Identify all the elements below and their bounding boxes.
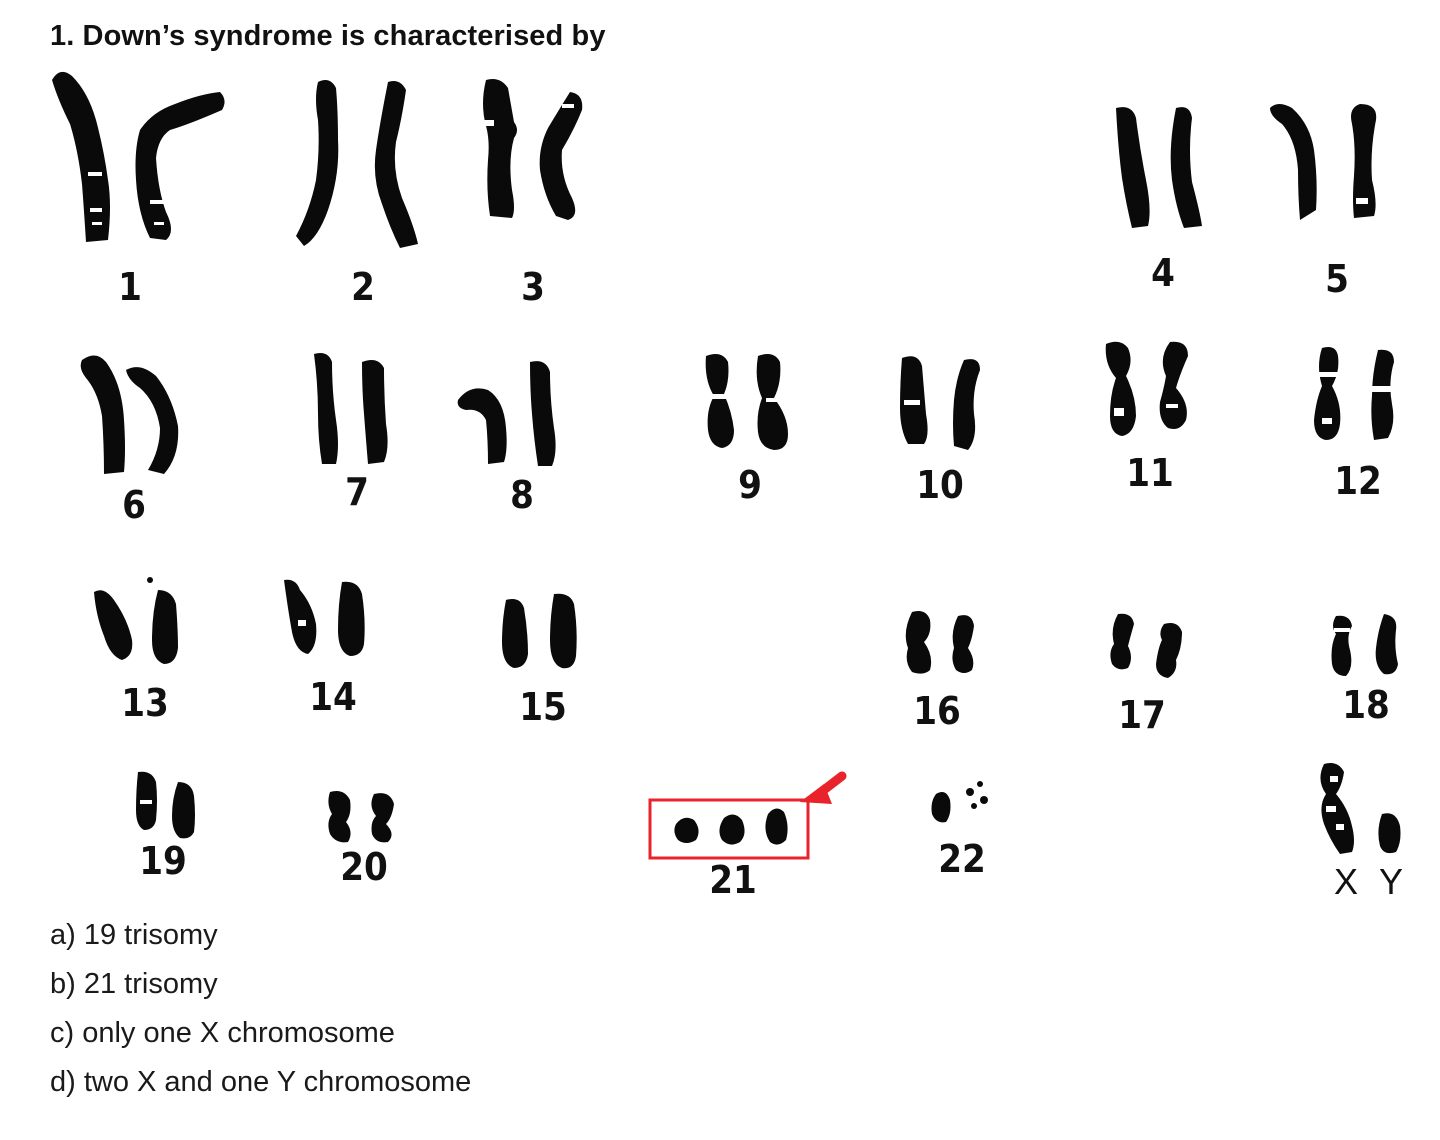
chromosome-pair-22: 22 bbox=[931, 781, 988, 881]
answer-option-a[interactable]: a) 19 trisomy bbox=[50, 919, 218, 951]
chromosome-label-y: Y bbox=[1379, 861, 1403, 902]
chromosome-label-16: 16 bbox=[913, 689, 961, 733]
chromosome-label-21: 21 bbox=[709, 858, 757, 902]
answer-option-d[interactable]: d) two X and one Y chromosome bbox=[50, 1066, 472, 1098]
chromosome-label-6: 6 bbox=[122, 483, 146, 527]
question-title: 1. Down’s syndrome is characterised by bbox=[50, 20, 606, 52]
chromosome-pair-16: 16 bbox=[905, 611, 974, 733]
answer-options: a) 19 trisomy b) 21 trisomy c) only one … bbox=[50, 912, 471, 1108]
chromosome-trisomy-21: 21 bbox=[648, 771, 847, 902]
chromosome-label-3: 3 bbox=[521, 265, 545, 309]
chromosome-pair-7: 7 bbox=[314, 353, 388, 514]
karyotype-image: 1 2 3 4 5 6 7 8 bbox=[52, 71, 1403, 902]
chromosome-label-18: 18 bbox=[1342, 683, 1390, 727]
sex-chromosomes: X Y bbox=[1320, 763, 1403, 902]
chromosome-pair-5: 5 bbox=[1270, 104, 1377, 301]
chromosome-label-8: 8 bbox=[510, 473, 534, 517]
chromosome-pair-2: 2 bbox=[296, 80, 418, 309]
chromosome-pair-17: 17 bbox=[1110, 613, 1182, 737]
chromosome-pair-6: 6 bbox=[80, 355, 179, 527]
chromosome-pair-13: 13 bbox=[94, 577, 178, 725]
chromosome-pair-15: 15 bbox=[502, 593, 577, 729]
chromosome-label-22: 22 bbox=[938, 837, 986, 881]
chromosome-pair-9: 9 bbox=[705, 354, 788, 507]
chromosome-pair-14: 14 bbox=[284, 579, 365, 719]
chromosome-pair-18: 18 bbox=[1331, 614, 1398, 727]
chromosome-pair-1: 1 bbox=[52, 71, 225, 309]
chromosome-label-13: 13 bbox=[121, 681, 169, 725]
chromosome-label-17: 17 bbox=[1118, 693, 1166, 737]
chromosome-pair-20: 20 bbox=[328, 791, 394, 889]
chromosome-label-14: 14 bbox=[309, 675, 357, 719]
chromosome-label-19: 19 bbox=[139, 839, 187, 883]
chromosome-label-12: 12 bbox=[1334, 459, 1382, 503]
chromosome-label-7: 7 bbox=[345, 470, 369, 514]
chromosome-label-5: 5 bbox=[1325, 257, 1349, 301]
chromosome-pair-12: 12 bbox=[1314, 347, 1398, 503]
trisomy-arrow-icon bbox=[800, 771, 847, 804]
chromosome-label-10: 10 bbox=[916, 463, 964, 507]
chromosome-label-11: 11 bbox=[1126, 451, 1174, 495]
chromosome-label-20: 20 bbox=[340, 845, 388, 889]
chromosome-pair-19: 19 bbox=[136, 771, 195, 883]
chromosome-label-2: 2 bbox=[351, 265, 375, 309]
answer-option-c[interactable]: c) only one X chromosome bbox=[50, 1017, 395, 1049]
answer-option-b[interactable]: b) 21 trisomy bbox=[50, 968, 218, 1000]
chromosome-pair-4: 4 bbox=[1116, 107, 1202, 295]
chromosome-pair-8: 8 bbox=[457, 361, 556, 517]
chromosome-label-1: 1 bbox=[118, 265, 142, 309]
chromosome-label-4: 4 bbox=[1151, 251, 1175, 295]
chromosome-pair-10: 10 bbox=[900, 356, 980, 507]
chromosome-label-x: X bbox=[1334, 861, 1358, 902]
chromosome-pair-3: 3 bbox=[478, 79, 583, 309]
trisomy-highlight-box bbox=[648, 798, 810, 860]
chromosome-label-15: 15 bbox=[519, 685, 567, 729]
chromosome-pair-11: 11 bbox=[1105, 341, 1188, 495]
chromosome-label-9: 9 bbox=[738, 463, 762, 507]
